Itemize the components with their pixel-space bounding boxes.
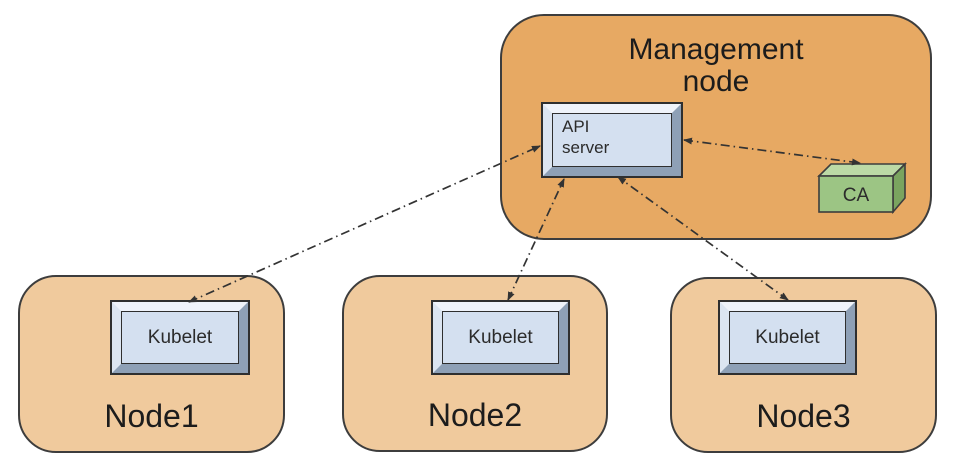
kubelet-box-node3: Kubelet — [718, 300, 857, 375]
kubelet-box-node1: Kubelet — [110, 300, 250, 375]
kubelet-label-node1: Kubelet — [147, 326, 213, 348]
api-server-label: API server — [562, 117, 610, 158]
ca-label: CA — [843, 185, 870, 206]
node-3-label: Node3 — [756, 398, 851, 434]
ca-box-top-face — [817, 163, 907, 177]
management-node-title: Management node — [628, 33, 804, 99]
kubelet-box-node2: Kubelet — [431, 300, 570, 375]
node-2-label: Node2 — [427, 397, 523, 433]
ca-box-front-face — [818, 175, 894, 213]
node-1-label: Node1 — [104, 398, 199, 434]
ca-box: CA — [817, 162, 907, 214]
kubelet-label-node3: Kubelet — [755, 326, 820, 348]
kubelet-label-node2: Kubelet — [468, 326, 533, 348]
api-server-box: API server — [541, 102, 683, 178]
